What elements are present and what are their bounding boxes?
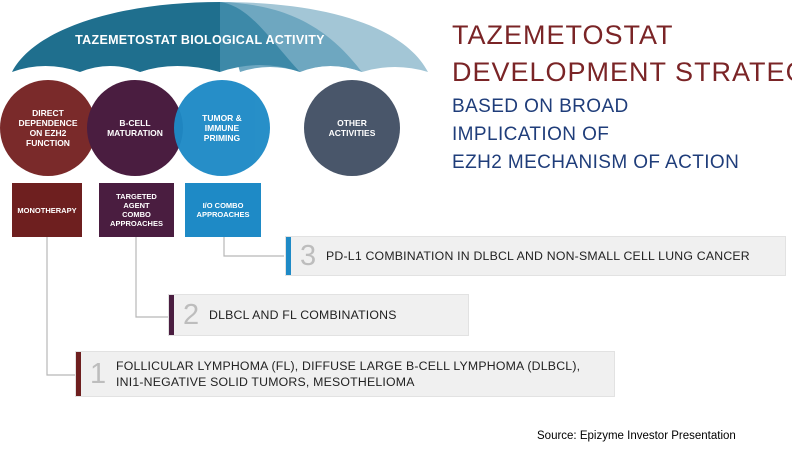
connector-io xyxy=(223,237,284,257)
umbrella-canopy xyxy=(12,2,428,72)
program-number-3: 3 xyxy=(300,239,317,272)
circle-tumor-immune-priming: TUMOR & IMMUNE PRIMING xyxy=(174,80,270,176)
connector-monotherapy xyxy=(46,237,75,376)
approach-monotherapy: MONOTHERAPY xyxy=(12,183,82,237)
circle-b-cell-maturation: B-CELL MATURATION xyxy=(87,80,183,176)
program-number-1: 1 xyxy=(90,357,107,390)
circle-direct-dependence: DIRECT DEPENDENCE ON EZH2 FUNCTION xyxy=(0,80,96,176)
circle-other-activities: OTHER ACTIVITIES xyxy=(304,80,400,176)
strategy-subtitle-line-2: IMPLICATION OF xyxy=(452,124,610,145)
umbrella-title: TAZEMETOSTAT BIOLOGICAL ACTIVITY xyxy=(75,33,325,47)
strategy-title-line-1: TAZEMETOSTAT xyxy=(452,20,674,50)
umbrella-panel-left xyxy=(12,2,220,72)
approach-targeted-combo: TARGETED AGENT COMBO APPROACHES xyxy=(99,183,174,237)
program-panel-2: 2 DLBCL AND FL COMBINATIONS xyxy=(168,294,469,336)
program-panel-3: 3 PD-L1 COMBINATION IN DLBCL AND NON-SMA… xyxy=(285,236,786,276)
program-text-3: PD-L1 COMBINATION IN DLBCL AND NON-SMALL… xyxy=(326,249,750,263)
program-bar-1 xyxy=(76,352,81,396)
source-caption: Source: Epizyme Investor Presentation xyxy=(537,430,736,442)
approach-io-combo: I/O COMBO APPROACHES xyxy=(185,183,261,237)
program-bar-2 xyxy=(169,295,174,335)
strategy-subtitle-line-3: EZH2 MECHANISM OF ACTION xyxy=(452,152,740,173)
program-bar-3 xyxy=(286,237,291,275)
program-panel-1: 1 FOLLICULAR LYMPHOMA (FL), DIFFUSE LARG… xyxy=(75,351,615,397)
strategy-title-line-2: DEVELOPMENT STRATEGY xyxy=(452,57,792,87)
program-text-1: FOLLICULAR LYMPHOMA (FL), DIFFUSE LARGE … xyxy=(116,359,581,389)
strategy-subtitle-line-1: BASED ON BROAD xyxy=(452,96,629,117)
connector-targeted xyxy=(135,237,168,318)
program-number-2: 2 xyxy=(183,298,200,331)
program-text-2: DLBCL AND FL COMBINATIONS xyxy=(209,308,397,322)
